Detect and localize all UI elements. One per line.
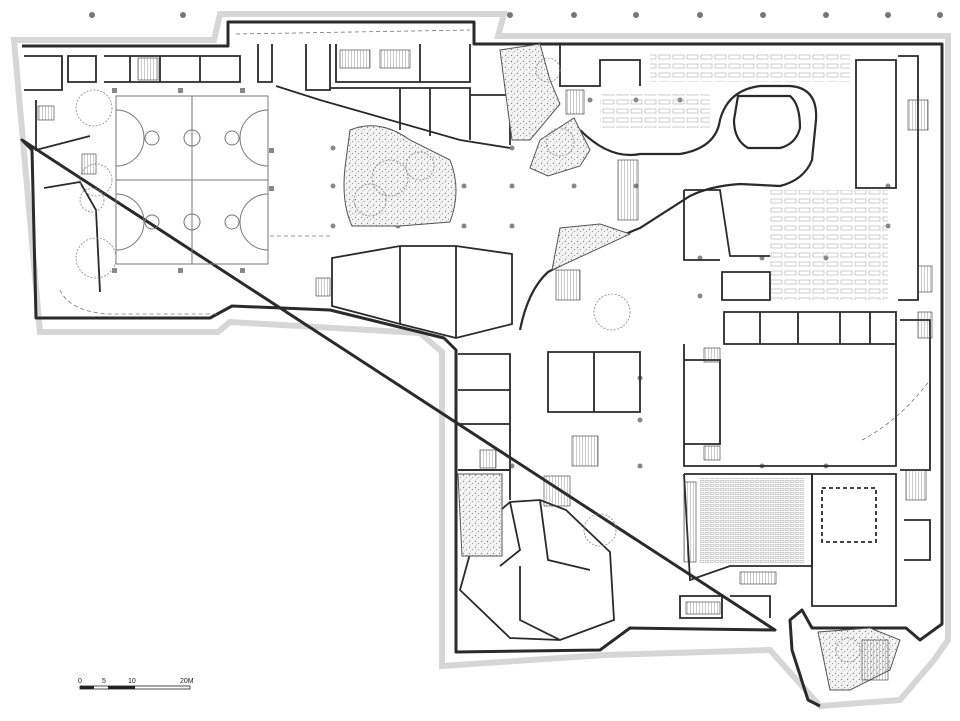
exterior-walls — [20, 20, 944, 708]
stairs — [37, 49, 933, 681]
site-outline — [10, 11, 951, 710]
basketball-court — [115, 95, 269, 265]
site-markers — [89, 12, 943, 18]
furniture — [600, 52, 888, 564]
trees — [75, 57, 861, 663]
scale-label-5: 5 — [102, 678, 106, 685]
scale-bar: 0 5 10 20M — [78, 678, 194, 690]
dashed-paths — [59, 29, 931, 441]
scale-label-0: 0 — [78, 678, 82, 685]
interior-walls — [24, 44, 931, 641]
scale-label-10: 10 — [128, 678, 136, 685]
courtyards — [343, 43, 901, 691]
scale-label-20m: 20M — [180, 678, 194, 685]
